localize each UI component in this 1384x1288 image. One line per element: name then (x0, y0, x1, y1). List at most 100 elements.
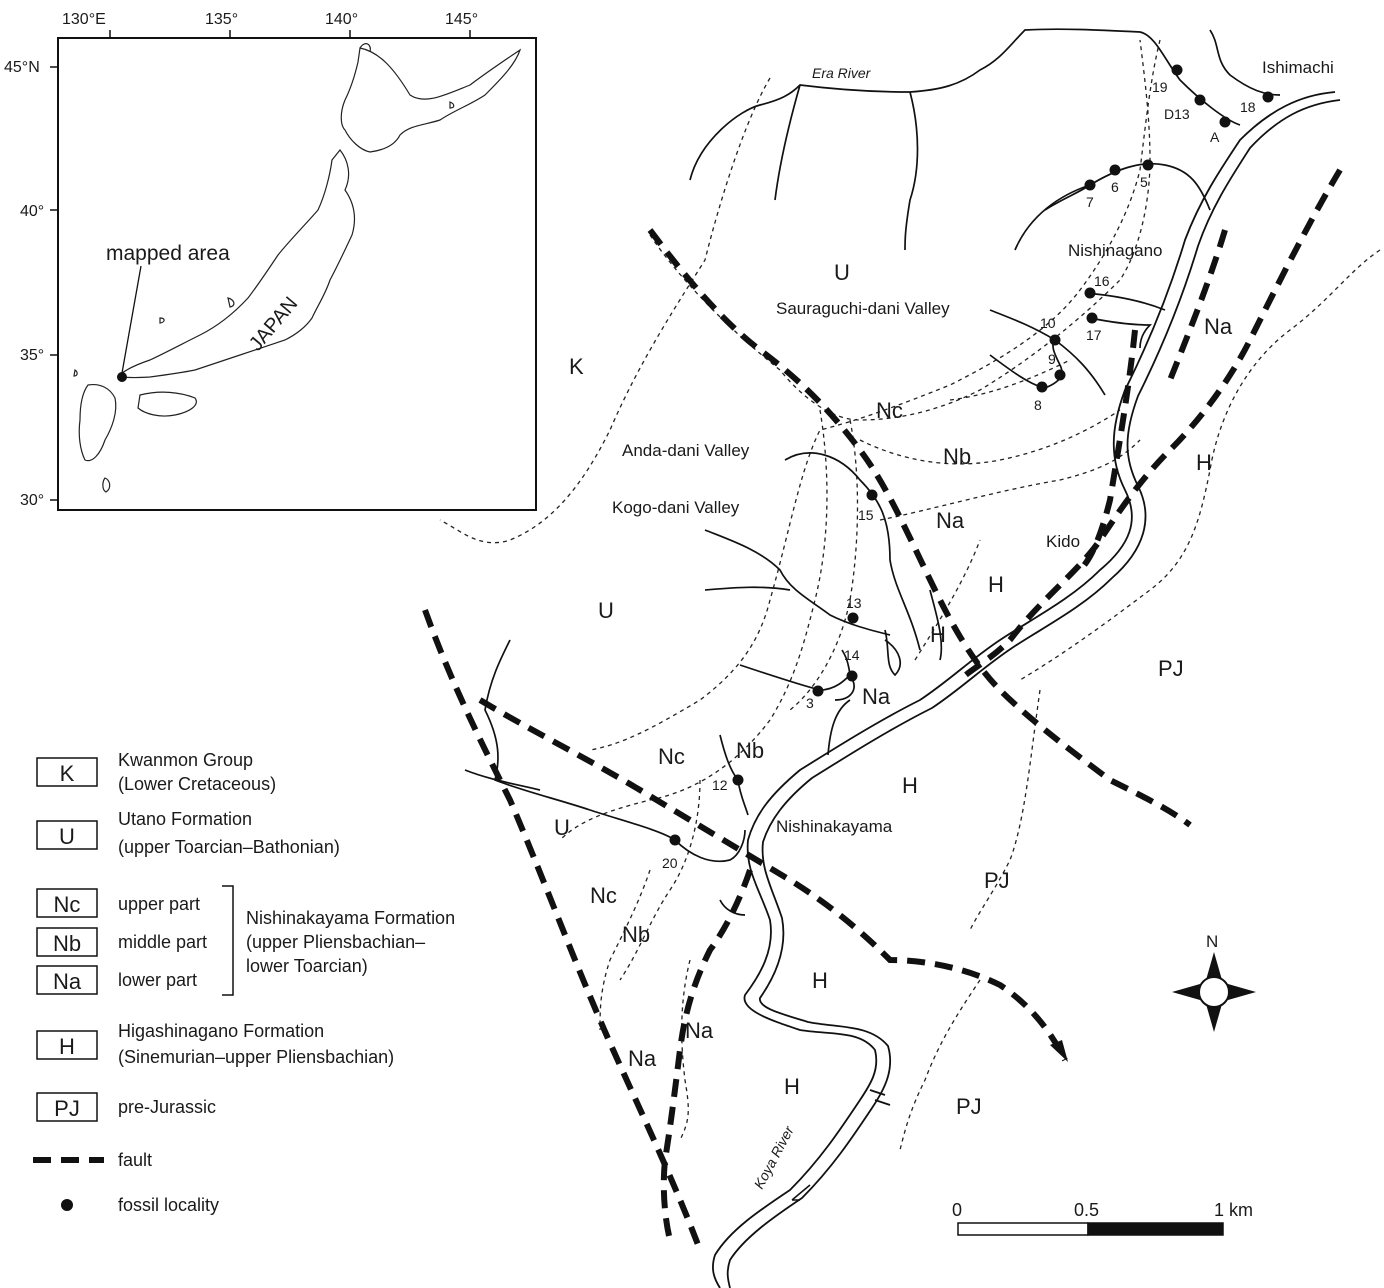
place-labels: Era River Ishimachi Nishinagano Sauraguc… (612, 58, 1334, 1191)
lat-tick-45: 45°N (4, 59, 40, 76)
legend-code-K: K (60, 761, 75, 786)
river-flow-arrow (791, 1184, 811, 1201)
fossil-localities (669, 64, 1274, 846)
legend-fossil-symbol (61, 1199, 73, 1211)
locality-13 (847, 612, 859, 624)
locality-label-7: 7 (1086, 194, 1094, 210)
unit-Na-4: Na (685, 1018, 714, 1043)
locality-label-18: 18 (1240, 99, 1256, 115)
mapped-area-leader (121, 265, 142, 374)
locality-label-12: 12 (712, 777, 728, 793)
locality-label-16: 16 (1094, 273, 1110, 289)
japan-outline (73, 43, 522, 493)
unit-Na-2: Na (936, 508, 965, 533)
legend-box-U (36, 820, 98, 850)
legend-box-Na (36, 965, 98, 995)
unit-Nc-2: Nc (658, 744, 685, 769)
scale-bar: 0 0.5 1 km (952, 1200, 1253, 1236)
locality-17 (1086, 312, 1098, 324)
locality-16 (1084, 287, 1096, 299)
unit-H-2: H (988, 572, 1004, 597)
locality-label-9: 9 (1048, 351, 1056, 367)
locality-numbers: 19 D13 A 18 7 6 5 16 10 17 9 8 15 13 14 … (662, 79, 1256, 871)
unit-Na-5: Na (628, 1046, 657, 1071)
lat-tick-30: 30° (20, 492, 44, 509)
legend-Nb-line1: middle part (118, 932, 207, 952)
locality-15 (866, 489, 878, 501)
unit-Nb-2: Nb (736, 738, 764, 763)
locality-label-20: 20 (662, 855, 678, 871)
nishinagano-label: Nishinagano (1068, 241, 1163, 260)
legend-code-U: U (59, 824, 75, 849)
legend-code-Na: Na (53, 969, 82, 994)
legend-K-line2: (Lower Cretaceous) (118, 774, 276, 794)
legend-nishinakayama-line1: Nishinakayama Formation (246, 908, 455, 928)
fault-arrow-tip (1050, 1040, 1068, 1062)
legend-H-line2: (Sinemurian–upper Pliensbachian) (118, 1047, 394, 1067)
anda-label: Anda-dani Valley (622, 441, 750, 460)
north-label: N (1206, 932, 1218, 951)
lon-tick-140: 140° (325, 11, 358, 28)
mapped-area-marker (117, 372, 127, 382)
legend-PJ-line1: pre-Jurassic (118, 1097, 216, 1117)
locality-label-8: 8 (1034, 397, 1042, 413)
locality-label-3: 3 (806, 695, 814, 711)
scale-half: 0.5 (1074, 1200, 1099, 1220)
scale-zero: 0 (952, 1200, 962, 1220)
legend-U-line2: (upper Toarcian–Bathonian) (118, 837, 340, 857)
locality-3 (812, 685, 824, 697)
unit-H-1: H (1196, 450, 1212, 475)
unit-Nb-1: Nb (943, 444, 971, 469)
legend-nishinakayama-line3: lower Toarcian) (246, 956, 368, 976)
faults (422, 168, 1343, 1252)
streams (464, 28, 1281, 916)
unit-Nc-3: Nc (590, 883, 617, 908)
locality-18 (1262, 91, 1274, 103)
lat-tick-40: 40° (20, 203, 44, 220)
legend-box-Nb (36, 927, 98, 957)
unit-Na-3: Na (862, 684, 891, 709)
unit-H-6: H (784, 1074, 800, 1099)
unit-H-4: H (902, 773, 918, 798)
lon-tick-145: 145° (445, 11, 478, 28)
locality-label-A: A (1210, 129, 1220, 145)
legend-code-Nc: Nc (54, 892, 81, 917)
compass-center (1198, 976, 1230, 1008)
unit-H-5: H (812, 968, 828, 993)
locality-19 (1171, 64, 1183, 76)
unit-U-1: U (834, 260, 850, 285)
inset-frame (57, 37, 537, 511)
unit-Nc-1: Nc (876, 398, 903, 423)
unit-labels: U K U U Nc Nc Nc Nb Nb Nb Na Na Na Na Na… (554, 260, 1233, 1119)
unit-PJ-1: PJ (1158, 656, 1184, 681)
legend-box-Nc (36, 888, 98, 918)
locality-label-13: 13 (846, 595, 862, 611)
unit-PJ-2: PJ (984, 868, 1010, 893)
locality-10 (1049, 334, 1061, 346)
legend-box-H (36, 1030, 98, 1060)
legend-box-PJ (36, 1092, 98, 1122)
locality-label-D13: D13 (1164, 106, 1190, 122)
locality-6 (1109, 164, 1121, 176)
unit-PJ-3: PJ (956, 1094, 982, 1119)
legend-code-PJ: PJ (54, 1096, 80, 1121)
unit-U-3: U (554, 815, 570, 840)
legend-bracket (222, 885, 234, 996)
legend-Nc-line1: upper part (118, 894, 200, 914)
locality-label-6: 6 (1111, 179, 1119, 195)
locality-14 (846, 670, 858, 682)
legend-U-line1: Utano Formation (118, 809, 252, 829)
locality-label-15: 15 (858, 507, 874, 523)
legend-Na-line1: lower part (118, 970, 197, 990)
locality-12 (732, 774, 744, 786)
legend-H-line1: Higashinagano Formation (118, 1021, 324, 1041)
legend-code-Nb: Nb (53, 931, 81, 956)
locality-A (1219, 116, 1231, 128)
north-arrow: N (1172, 932, 1256, 1032)
ishimachi-label: Ishimachi (1262, 58, 1334, 77)
unit-Nb-3: Nb (622, 922, 650, 947)
lon-tick-130: 130°E (62, 11, 106, 28)
locality-D13 (1194, 94, 1206, 106)
lat-tick-35: 35° (20, 347, 44, 364)
unit-K: K (569, 354, 584, 379)
